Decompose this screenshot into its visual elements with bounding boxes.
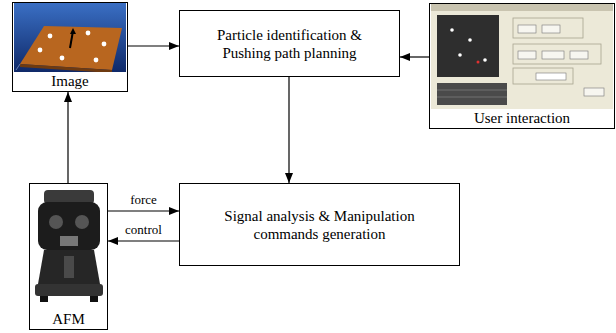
signal-trace	[437, 90, 507, 91]
push-arrow-head	[70, 28, 76, 34]
flow-arrow	[67, 92, 68, 183]
device-panel: AFM	[29, 183, 108, 330]
device-foot	[40, 296, 48, 302]
device-scanner	[64, 256, 74, 278]
panel-caption: AFM	[30, 310, 107, 329]
device-body	[38, 250, 100, 284]
input-field	[536, 73, 566, 80]
device-knob	[49, 215, 63, 229]
afm-device-photo	[35, 190, 103, 302]
group-frame	[513, 44, 601, 64]
device-head	[38, 202, 100, 250]
flow-arrow	[400, 56, 429, 57]
panel-caption: Image	[13, 72, 127, 91]
device-top	[44, 190, 94, 204]
particle-dot	[48, 34, 53, 39]
user-interface-screenshot	[431, 4, 613, 110]
button	[542, 51, 564, 59]
particle-dot	[60, 56, 65, 61]
image-panel: Image	[12, 2, 128, 92]
signal-label: control	[123, 223, 164, 237]
particle-dot	[38, 48, 43, 53]
button	[518, 51, 536, 59]
box-text: Particle identification & Pushing path p…	[205, 26, 375, 62]
afm-image-picture	[14, 3, 126, 77]
particle-dot	[468, 38, 472, 42]
sample-surface	[20, 26, 122, 70]
window-title-bar	[431, 4, 613, 11]
flow-arrow	[108, 210, 179, 211]
signal-strip	[437, 83, 507, 105]
button	[570, 51, 588, 59]
signal-label: force	[128, 193, 159, 207]
group-frame	[513, 18, 583, 38]
group-frame	[513, 68, 573, 84]
screenshot-panel: User interaction	[429, 3, 615, 129]
panel-caption: User interaction	[430, 109, 614, 128]
signal-trace	[437, 97, 507, 98]
particle-dot	[86, 31, 91, 36]
device-base	[35, 284, 103, 296]
button	[518, 25, 536, 33]
flow-arrow	[128, 45, 179, 46]
particle-dot	[450, 28, 454, 32]
particle-dot	[94, 58, 99, 63]
image-view	[437, 15, 499, 77]
device-detail	[60, 236, 78, 246]
target-mark	[477, 61, 480, 64]
particle-dot	[483, 58, 487, 62]
box-text: Signal analysis & Manipulation commands …	[195, 207, 445, 243]
window-background	[431, 4, 613, 110]
device-foot	[90, 296, 98, 302]
axis-line	[16, 64, 20, 70]
button	[584, 88, 604, 96]
process-box: Signal analysis & Manipulation commands …	[179, 183, 460, 266]
particle-dot	[102, 42, 107, 47]
device-knob	[75, 215, 89, 229]
button	[542, 25, 560, 33]
flow-arrow	[108, 240, 179, 241]
image-background	[14, 3, 126, 77]
particle-dot	[458, 53, 462, 57]
flow-arrow	[288, 77, 289, 183]
process-box: Particle identification & Pushing path p…	[179, 10, 400, 77]
